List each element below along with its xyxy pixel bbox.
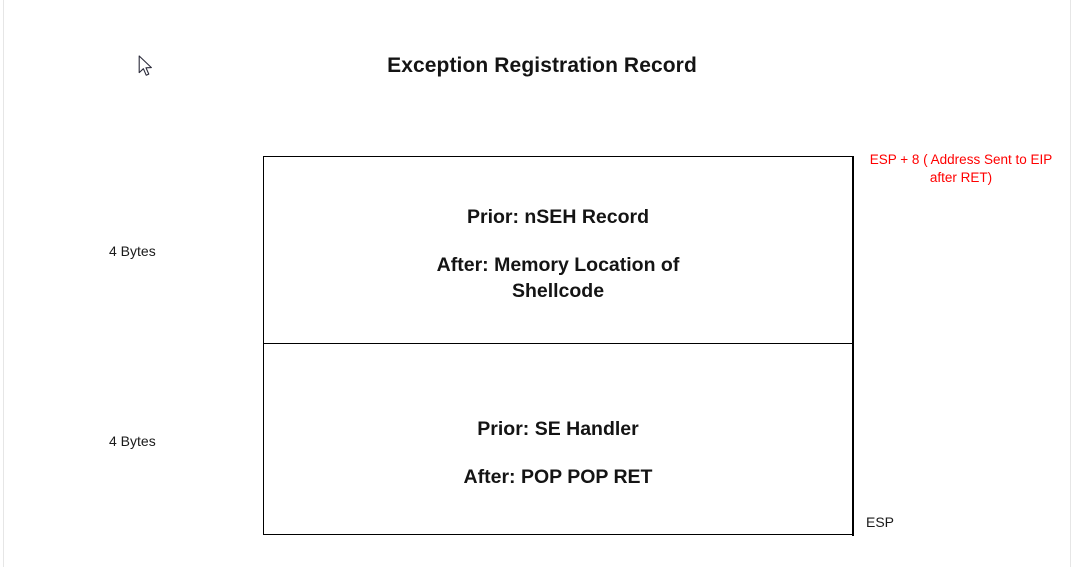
- canvas-edge-right: [1070, 0, 1071, 567]
- canvas-edge-left: [3, 0, 4, 567]
- stack-cell-nseh: Prior: nSEH Record After: Memory Locatio…: [263, 156, 853, 344]
- stack-cell-se-handler: Prior: SE Handler After: POP POP RET: [263, 343, 853, 535]
- stack-cell-nseh-prior-label: Prior: nSEH Record: [466, 206, 650, 229]
- esp-annotation: ESP: [866, 514, 895, 530]
- size-label-se-handler: 4 Bytes: [109, 433, 156, 449]
- esp-offset-annotation: ESP + 8 ( Address Sent to EIP after RET): [869, 152, 1053, 186]
- page-title: Exception Registration Record: [387, 54, 697, 77]
- stack-cell-se-handler-after-label: After: POP POP RET: [463, 466, 653, 488]
- stack-cell-se-handler-prior-label: Prior: SE Handler: [477, 418, 639, 441]
- stack-cell-nseh-after-label: After: Memory Location of Shellcode: [436, 254, 680, 302]
- size-label-nseh: 4 Bytes: [109, 243, 156, 259]
- stack-diagram: Prior: nSEH Record After: Memory Locatio…: [263, 156, 853, 535]
- stack-right-edge-rule: [852, 156, 854, 536]
